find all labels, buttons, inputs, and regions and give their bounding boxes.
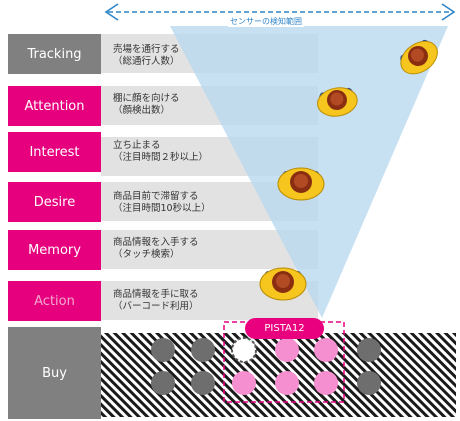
shopper-figure [317, 87, 358, 117]
product-dot [151, 371, 175, 395]
product-dot [191, 338, 215, 362]
product-dot [191, 371, 215, 395]
stage-label-buy: Buy [8, 327, 101, 419]
product-dot-empty [231, 337, 257, 363]
stage-label-desire: Desire [8, 182, 101, 222]
stage-desc-memory: 商品情報を入手する （タッチ検索） [113, 237, 199, 260]
stage-desc-action: 商品情報を手に取る （バーコード利用） [113, 289, 199, 312]
product-dot [357, 371, 381, 395]
stage-label-tracking: Tracking [8, 34, 101, 74]
shopper-figure [400, 39, 438, 75]
product-dot-highlighted [314, 371, 338, 395]
range-arrow-left-head [104, 3, 119, 21]
product-dot-highlighted [314, 338, 338, 362]
stage-label-attention: Attention [8, 86, 101, 126]
stage-label-memory: Memory [8, 230, 101, 270]
stage-desc-tracking: 売場を通行する （総通行人数） [113, 44, 180, 67]
pista12-device-badge: PISTA12 [245, 318, 324, 339]
stage-desc-interest: 立ち止まる （注目時間２秒以上） [113, 140, 209, 163]
product-dot-highlighted [275, 371, 299, 395]
shopper-figure [259, 267, 307, 301]
product-dot-highlighted [232, 371, 256, 395]
product-dot [151, 338, 175, 362]
range-arrow-right-head [441, 3, 456, 21]
sensor-range-label: センサーの検知範囲 [228, 16, 304, 27]
product-dot [357, 338, 381, 362]
shoppers [259, 39, 438, 301]
stage-label-action: Action [8, 281, 101, 321]
shelf-products [151, 337, 381, 395]
stage-label-interest: Interest [8, 132, 101, 172]
stage-desc-desire: 商品目前で滞留する （注目時間10秒以上） [113, 191, 211, 214]
product-dot-highlighted [275, 338, 299, 362]
shopper-figure [277, 167, 325, 201]
stage-desc-attention: 棚に顔を向ける （顔検出数） [113, 93, 180, 116]
